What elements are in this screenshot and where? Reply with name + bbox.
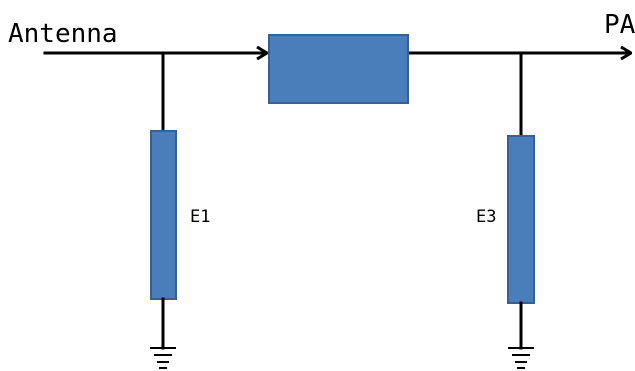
- e1-element-block: [150, 130, 177, 300]
- antenna-label: Antenna: [8, 19, 118, 49]
- pa-label: PA: [604, 10, 635, 40]
- ground-icon: [508, 347, 534, 369]
- e3-label: E3: [476, 207, 496, 227]
- e1-label: E1: [190, 207, 210, 227]
- ground-icon: [150, 347, 176, 369]
- e3-element-block: [507, 135, 535, 304]
- series-element-block: [268, 34, 409, 104]
